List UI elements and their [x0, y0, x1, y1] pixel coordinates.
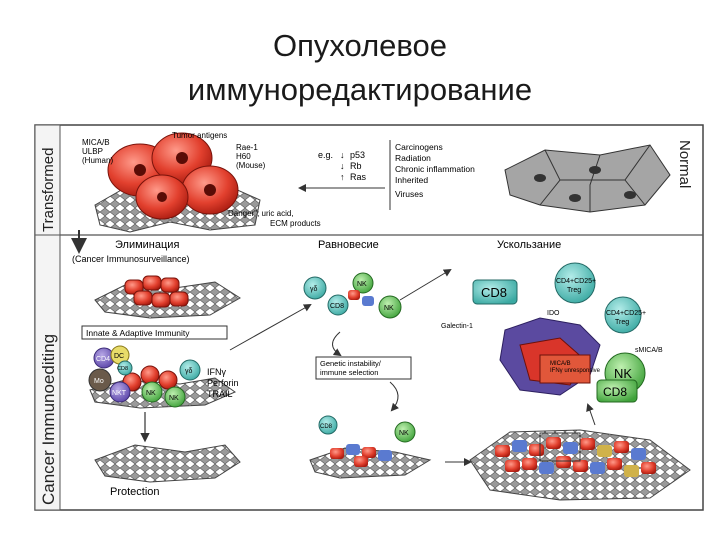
- label-ecm-products: ECM products: [270, 219, 321, 228]
- escape-up-arrow: [588, 405, 595, 425]
- svg-text:Treg: Treg: [615, 319, 629, 326]
- label-eg: e.g.: [318, 150, 333, 160]
- svg-text:DC: DC: [114, 353, 124, 360]
- svg-text:CD4+CD25+: CD4+CD25+: [606, 310, 646, 317]
- svg-text:Radiation: Radiation: [395, 153, 431, 163]
- label-danger: Danger"; uric acid,: [228, 209, 294, 218]
- svg-text:γδ: γδ: [185, 368, 193, 375]
- equilibrium-cycle-up: [333, 332, 341, 355]
- svg-text:Treg: Treg: [567, 287, 581, 294]
- label-tumor-antigens: Tumor antigens: [172, 131, 227, 140]
- svg-text:NK: NK: [399, 430, 409, 437]
- svg-text:Rb: Rb: [350, 161, 362, 171]
- svg-text:↓: ↓: [340, 150, 345, 160]
- escape-top: CD8 CD4+CD25+ Treg CD4+CD25+ Treg NK CD8…: [441, 263, 663, 402]
- label-protection: Protection: [110, 486, 160, 498]
- svg-text:MICA/B: MICA/B: [550, 361, 571, 367]
- svg-text:CD4: CD4: [96, 356, 110, 363]
- svg-text:Mo: Mo: [94, 378, 104, 385]
- phase-elimination: Элиминация: [115, 239, 179, 251]
- svg-text:MICA/B: MICA/B: [82, 138, 110, 147]
- svg-text:CD8: CD8: [603, 385, 627, 399]
- to-equilibrium-arrow: [230, 305, 310, 350]
- protected-tissue: [95, 445, 240, 482]
- svg-text:IDO: IDO: [547, 310, 560, 317]
- svg-text:NK: NK: [614, 366, 632, 381]
- phase-equilibrium: Равновесие: [318, 239, 379, 251]
- normal-tissue: [505, 145, 670, 212]
- svg-text:Viruses: Viruses: [395, 189, 423, 199]
- svg-text:NKT: NKT: [112, 390, 127, 397]
- svg-text:Carcinogens: Carcinogens: [395, 142, 443, 152]
- equilibrium-cycle-down: [390, 382, 398, 410]
- svg-text:IFNγ unresponsive: IFNγ unresponsive: [550, 368, 601, 374]
- side-label-cancer-immunoediting: Cancer Immunoediting: [39, 334, 58, 505]
- svg-text:CD8: CD8: [320, 424, 333, 430]
- svg-text:NK: NK: [357, 281, 367, 288]
- mutation-list: ↓ p53 ↓ Rb ↑ Ras: [340, 150, 367, 182]
- svg-text:NK: NK: [169, 395, 179, 402]
- svg-text:CD8: CD8: [330, 303, 344, 310]
- svg-text:NK: NK: [384, 305, 394, 312]
- carcinogen-list: Carcinogens Radiation Chronic inflammati…: [395, 142, 475, 199]
- svg-text:(Mouse): (Mouse): [236, 161, 266, 170]
- label-genetic-1: Genetic instability/: [320, 359, 382, 368]
- elimination-tumor-top: [95, 276, 240, 318]
- svg-text:(Human): (Human): [82, 156, 113, 165]
- svg-text:Inherited: Inherited: [395, 175, 428, 185]
- svg-text:Perforin: Perforin: [207, 378, 239, 388]
- svg-text:Rae-1: Rae-1: [236, 143, 258, 152]
- phase-escape: Ускользание: [497, 239, 561, 251]
- svg-text:NK: NK: [146, 390, 156, 397]
- to-escape-arrow: [400, 270, 450, 300]
- svg-text:TRAIL: TRAIL: [207, 389, 233, 399]
- label-genetic-2: immune selection: [320, 368, 378, 377]
- equilibrium-top: γδ NK CD8 NK: [304, 273, 401, 318]
- svg-text:sMICA/B: sMICA/B: [635, 347, 663, 354]
- effector-list: IFNγ Perforin TRAIL: [207, 367, 239, 399]
- label-innate-adaptive: Innate & Adaptive Immunity: [86, 328, 190, 338]
- svg-text:γδ: γδ: [310, 286, 318, 293]
- svg-text:p53: p53: [350, 150, 365, 160]
- svg-text:ULBP: ULBP: [82, 147, 103, 156]
- side-label-transformed: Transformed: [40, 148, 57, 232]
- equilibrium-bottom: CD8 NK: [310, 416, 430, 478]
- svg-text:Chronic inflammation: Chronic inflammation: [395, 164, 475, 174]
- svg-text:CD8: CD8: [481, 285, 507, 300]
- svg-text:Ras: Ras: [350, 172, 367, 182]
- phase-elimination-sub: (Cancer Immunosurveillance): [72, 254, 190, 264]
- mouse-ligands: Rae-1 H60 (Mouse): [236, 143, 266, 170]
- escape-tissue: [470, 430, 690, 500]
- svg-text:CD4+CD25+: CD4+CD25+: [556, 278, 596, 285]
- side-label-normal: Normal: [676, 140, 693, 188]
- svg-text:CD8: CD8: [117, 366, 128, 372]
- svg-text:Galectin-1: Galectin-1: [441, 323, 473, 330]
- svg-text:↓: ↓: [340, 161, 345, 171]
- svg-text:↑: ↑: [340, 172, 345, 182]
- human-ligands: MICA/B ULBP (Human): [82, 138, 113, 165]
- svg-text:H60: H60: [236, 152, 251, 161]
- svg-text:IFNγ: IFNγ: [207, 367, 226, 377]
